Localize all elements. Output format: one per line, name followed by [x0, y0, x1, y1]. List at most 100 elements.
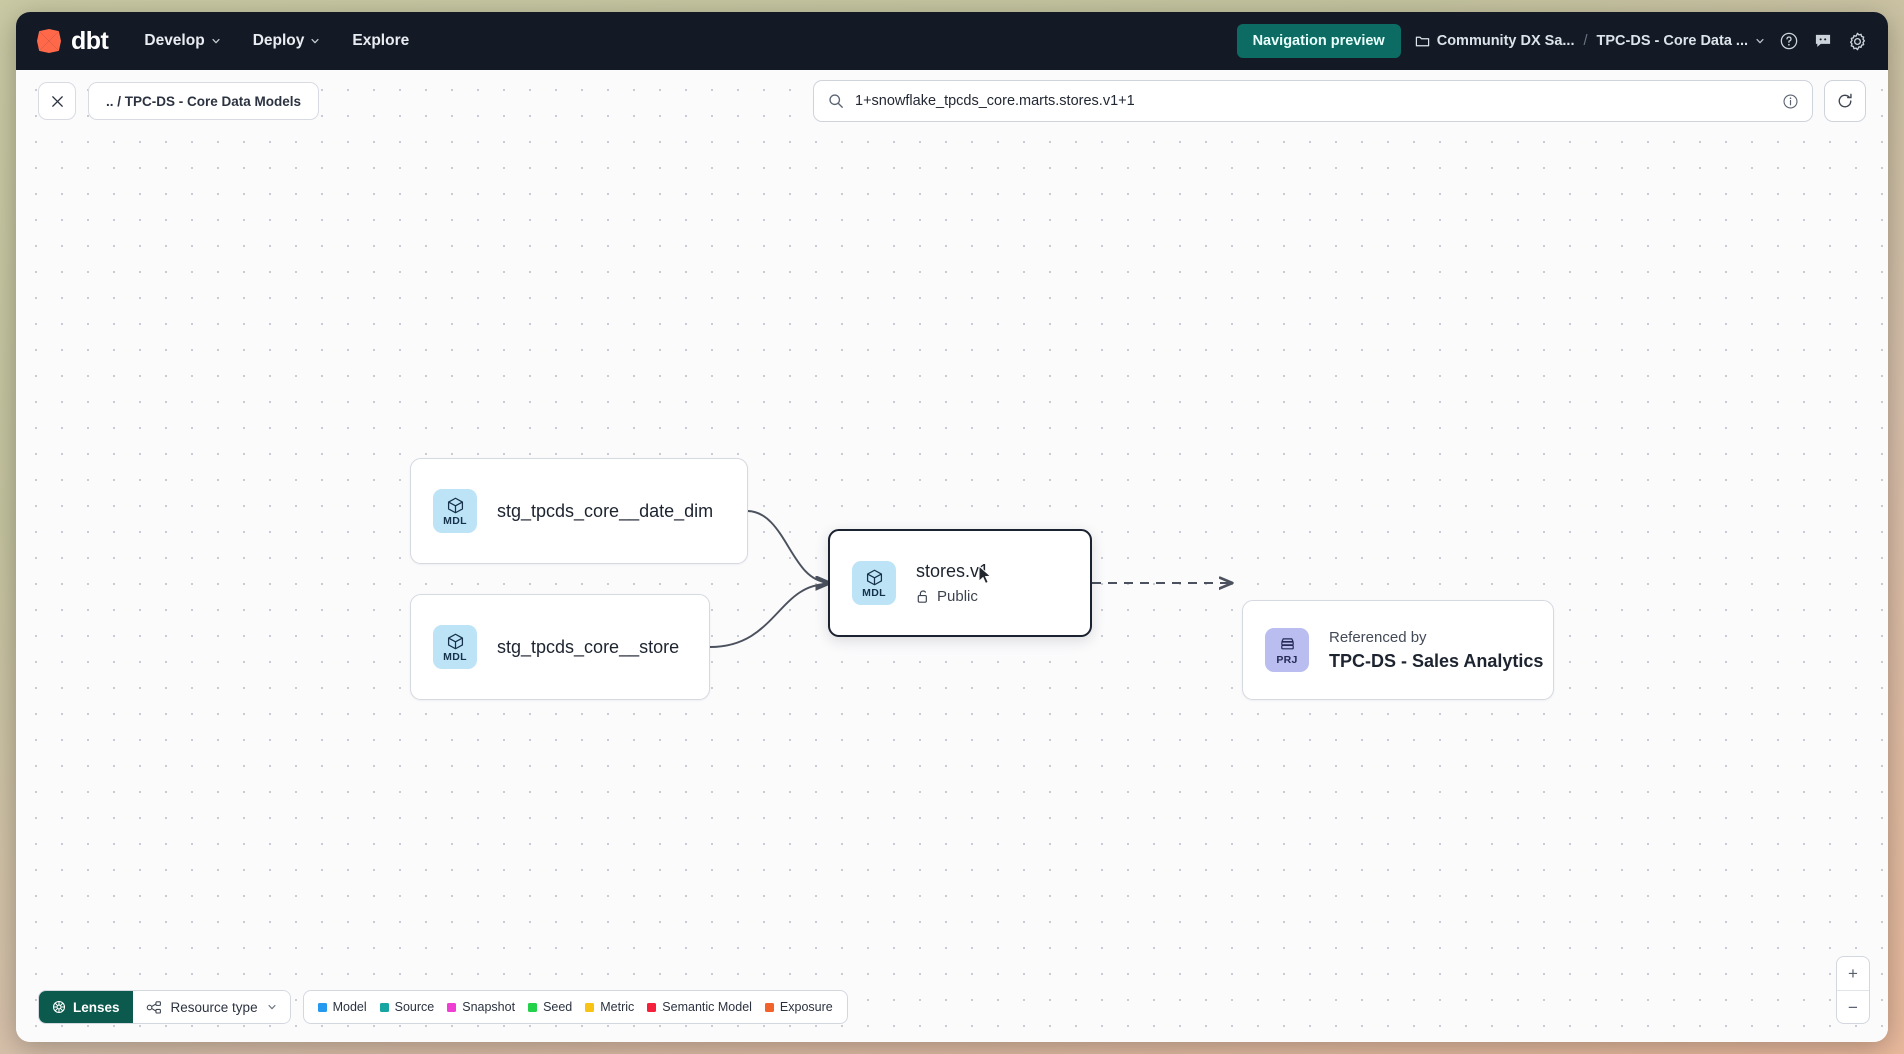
legend-item-exposure: Exposure	[764, 1000, 833, 1014]
legend-item-source: Source	[379, 1000, 435, 1014]
unlock-icon	[917, 590, 927, 603]
breadcrumb-project[interactable]: TPC-DS - Core Data ...	[1597, 33, 1765, 49]
legend-swatch	[764, 1002, 774, 1012]
lens-control-group: Lenses Resource type	[38, 990, 291, 1024]
legend-item-seed: Seed	[528, 1000, 572, 1014]
breadcrumb-project-pill[interactable]: .. / TPC-DS - Core Data Models	[88, 82, 320, 120]
node-access-row: Public	[916, 588, 989, 605]
node-body: stg_tpcds_core__date_dim	[497, 501, 713, 522]
legend-label: Exposure	[779, 1000, 833, 1014]
resource-type-dropdown[interactable]: Resource type	[132, 991, 290, 1023]
legend-label: Source	[394, 1000, 435, 1014]
gear-icon	[1849, 32, 1866, 50]
breadcrumb-project-label: TPC-DS - Core Data ...	[1596, 33, 1748, 49]
settings-button[interactable]	[1847, 31, 1868, 52]
cube-icon	[447, 497, 463, 514]
zoom-in-button[interactable]: +	[1848, 964, 1858, 983]
lineage-node-stores-v1[interactable]: MDL stores.v1 Public	[828, 529, 1092, 637]
legend-item-snapshot: Snapshot	[447, 1000, 515, 1014]
app-window: dbt Develop Deploy Explore Navigation pr…	[16, 12, 1888, 1042]
legend-item-metric: Metric	[585, 1000, 634, 1014]
node-title: stg_tpcds_core__store	[497, 636, 680, 657]
edge-store-to-stores	[709, 584, 828, 648]
nav-item-explore[interactable]: Explore	[350, 28, 411, 54]
lineage-node-stg-tpcds-core-store[interactable]: MDL stg_tpcds_core__store	[410, 594, 710, 700]
node-body: stg_tpcds_core__store	[497, 637, 679, 658]
search-icon	[829, 94, 843, 108]
legend-swatch	[585, 1002, 595, 1012]
node-badge-project: PRJ	[1265, 628, 1309, 672]
refresh-button[interactable]	[1824, 80, 1866, 122]
node-body: Referenced by TPC-DS - Sales Analytics	[1329, 628, 1543, 672]
nav-item-deploy-label: Deploy	[252, 32, 305, 49]
nav-item-explore-label: Explore	[352, 32, 410, 49]
node-eyebrow: Referenced by	[1329, 628, 1427, 646]
resource-type-legend: Model Source Snapshot Seed Metric	[302, 990, 848, 1024]
brand-wordmark: dbt	[71, 26, 109, 55]
legend-label: Seed	[543, 1000, 573, 1014]
edge-date-dim-to-stores	[746, 510, 828, 582]
legend-label: Model	[332, 1000, 367, 1014]
nav-item-develop[interactable]: Develop	[142, 28, 222, 54]
account-project-breadcrumb: Community DX Sa... / TPC-DS - Core Data …	[1415, 33, 1765, 49]
breadcrumb-account[interactable]: Community DX Sa...	[1415, 33, 1575, 49]
lenses-label: Lenses	[73, 999, 120, 1015]
top-nav-right-group: Navigation preview Community DX Sa... / …	[1236, 24, 1868, 58]
lineage-canvas[interactable]: MDL stg_tpcds_core__date_dim MDL stg_tpc…	[16, 70, 1888, 1042]
search-group	[813, 80, 1866, 122]
lineage-edges	[709, 510, 1888, 648]
lineage-node-stg-tpcds-core-date-dim[interactable]: MDL stg_tpcds_core__date_dim	[410, 458, 748, 564]
navigation-preview-button[interactable]: Navigation preview	[1236, 24, 1401, 58]
close-button[interactable]	[38, 82, 76, 120]
node-badge-model: MDL	[433, 489, 477, 533]
chevron-down-icon	[268, 1004, 276, 1010]
chat-bubble-icon	[1815, 34, 1831, 47]
chevron-down-icon	[212, 38, 220, 44]
legend-swatch	[317, 1002, 327, 1012]
help-button[interactable]	[1779, 31, 1799, 51]
nav-item-deploy[interactable]: Deploy	[251, 28, 323, 54]
close-icon	[51, 95, 63, 107]
legend-item-model: Model	[317, 1000, 367, 1014]
legend-swatch	[447, 1002, 457, 1012]
lineage-node-referenced-by-project[interactable]: PRJ Referenced by TPC-DS - Sales Analyti…	[1242, 600, 1554, 700]
refresh-icon	[1838, 93, 1852, 108]
lens-icon	[52, 1000, 66, 1014]
dbt-logo[interactable]: dbt	[34, 26, 109, 56]
legend-label: Snapshot	[462, 1000, 516, 1014]
nodes-icon	[146, 1000, 161, 1014]
node-badge-label: MDL	[862, 586, 886, 599]
question-circle-icon	[1780, 32, 1798, 50]
search-input[interactable]	[855, 93, 1771, 109]
chevron-down-icon	[311, 38, 319, 44]
node-badge-label: MDL	[443, 514, 467, 527]
legend-label: Semantic Model	[662, 1000, 752, 1014]
project-stack-icon	[1280, 638, 1294, 650]
lineage-search-box[interactable]	[813, 80, 1813, 122]
lenses-button[interactable]: Lenses	[39, 991, 133, 1023]
node-title: stg_tpcds_core__date_dim	[497, 500, 714, 521]
node-body: stores.v1 Public	[916, 561, 989, 605]
top-navigation-bar: dbt Develop Deploy Explore Navigation pr…	[16, 12, 1888, 70]
primary-nav: Develop Deploy Explore	[142, 28, 411, 54]
node-badge-label: PRJ	[1276, 653, 1298, 666]
nav-item-develop-label: Develop	[144, 32, 205, 49]
legend-swatch	[528, 1002, 538, 1012]
folder-icon	[1415, 36, 1429, 46]
node-badge-label: MDL	[443, 650, 467, 663]
info-circle-icon[interactable]	[1782, 93, 1799, 110]
cube-icon	[866, 569, 882, 586]
node-title: stores.v1	[916, 561, 990, 581]
feedback-button[interactable]	[1813, 31, 1833, 51]
cube-icon	[447, 633, 463, 650]
chevron-down-icon	[1756, 38, 1764, 44]
breadcrumb-account-label: Community DX Sa...	[1436, 33, 1575, 49]
zoom-controls: + −	[1836, 956, 1870, 1024]
breadcrumb-separator: /	[1583, 33, 1588, 49]
zoom-out-button[interactable]: −	[1837, 990, 1869, 1023]
legend-swatch	[379, 1002, 389, 1012]
dbt-x-logo-icon	[37, 29, 61, 53]
legend-item-semantic-model: Semantic Model	[647, 1000, 752, 1014]
node-access-label: Public	[937, 588, 978, 605]
resource-type-label: Resource type	[170, 999, 258, 1015]
